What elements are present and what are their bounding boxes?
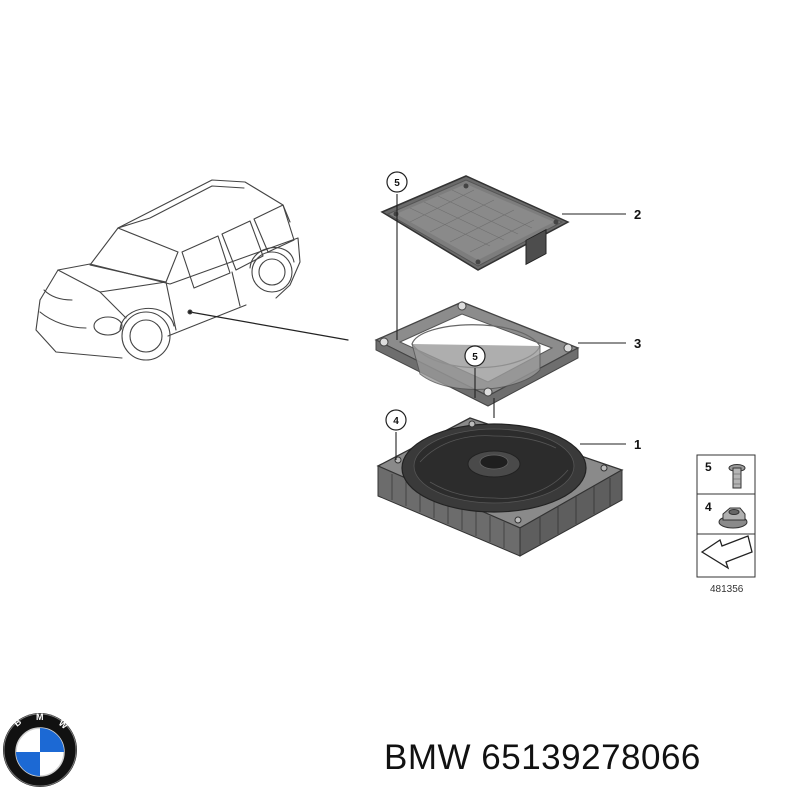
- callout-nut: 4: [385, 409, 407, 431]
- nut-icon: [718, 507, 748, 529]
- diagram-code: 481356: [710, 584, 744, 595]
- callout-screw-top-text: 5: [394, 178, 400, 189]
- label-part-1: 1: [634, 437, 641, 452]
- bmw-logo: B M W: [3, 712, 77, 787]
- subwoofer-speaker: [376, 228, 624, 557]
- leader-lines: [395, 194, 626, 460]
- caption-part-number: 65139278066: [481, 738, 701, 777]
- car-outline: [35, 179, 349, 361]
- svg-text:B: B: [12, 716, 24, 728]
- screw-icon: [728, 464, 746, 489]
- caption-brand: BMW: [384, 738, 472, 777]
- callout-screw-mid: 5: [464, 345, 486, 367]
- part-caption: BMW 65139278066: [384, 738, 701, 778]
- arrow-icon: [700, 535, 753, 570]
- svg-text:M: M: [36, 712, 44, 722]
- label-part-3: 3: [634, 336, 641, 351]
- label-part-2: 2: [634, 207, 641, 222]
- legend-nut-number: 4: [705, 500, 712, 514]
- legend-screw-number: 5: [705, 460, 712, 474]
- callout-screw-mid-text: 5: [472, 352, 478, 363]
- callout-screw-top: 5: [386, 171, 408, 193]
- callout-labels: 2 3 1 5 5 4: [385, 171, 641, 452]
- speaker-cover: [380, 175, 570, 271]
- fastener-legend: 5 4 481356: [696, 454, 756, 595]
- callout-nut-text: 4: [393, 416, 399, 427]
